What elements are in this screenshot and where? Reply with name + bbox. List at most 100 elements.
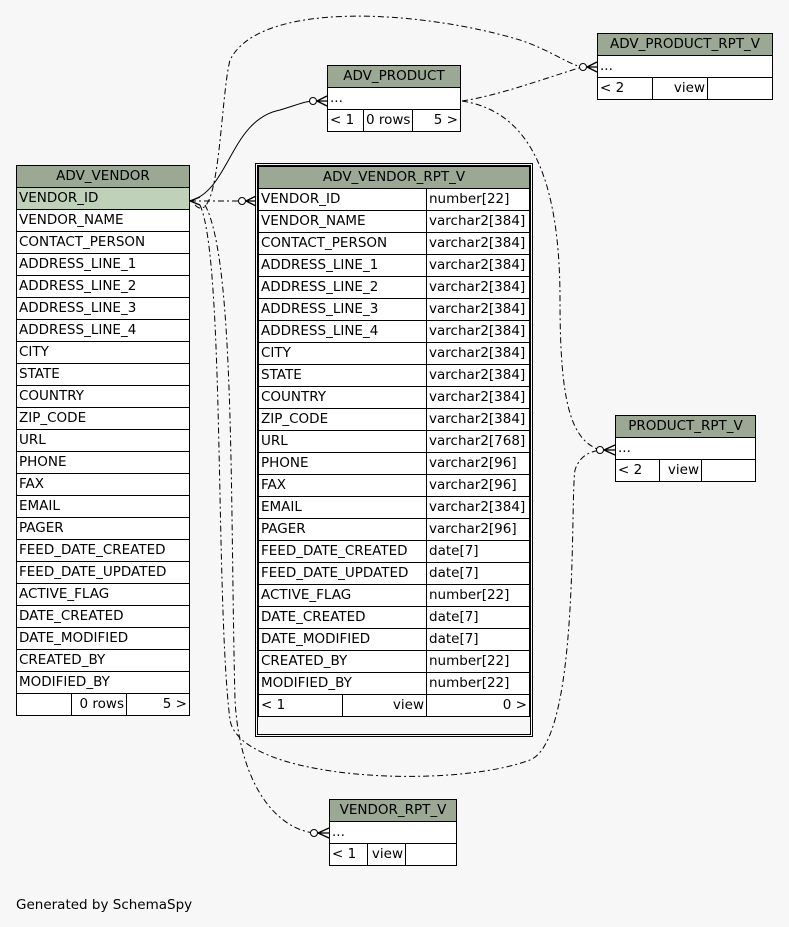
table-vendor-rpt-v[interactable]: VENDOR_RPT_V ... < 1 view: [329, 799, 457, 866]
column-name[interactable]: MODIFIED_BY: [258, 672, 427, 695]
column-name[interactable]: CREATED_BY: [258, 650, 427, 673]
column-name[interactable]: ADDRESS_LINE_4: [258, 320, 427, 343]
column-type: date[7]: [426, 628, 530, 651]
column-type: varchar2[384]: [426, 342, 530, 365]
row-count: 0 rows: [71, 693, 127, 716]
column-name[interactable]: COUNTRY: [258, 386, 427, 409]
column-name[interactable]: ADDRESS_LINE_1: [258, 254, 427, 277]
parents-count[interactable]: < 1: [327, 109, 364, 132]
column-vendor-id[interactable]: VENDOR_ID: [16, 187, 190, 210]
table-adv-product-rpt-v[interactable]: ADV_PRODUCT_RPT_V ... < 2 view: [597, 33, 773, 100]
column-name[interactable]: VENDOR_NAME: [258, 210, 427, 233]
table-header[interactable]: ADV_VENDOR_RPT_V: [258, 166, 530, 189]
column-address-line-4[interactable]: ADDRESS_LINE_4: [16, 319, 190, 342]
column-name[interactable]: EMAIL: [258, 496, 427, 519]
children-count[interactable]: 5 >: [126, 693, 190, 716]
column-contact-person[interactable]: CONTACT_PERSON: [16, 231, 190, 254]
column-phone[interactable]: PHONE: [16, 451, 190, 474]
column-email[interactable]: EMAIL: [16, 495, 190, 518]
column-name[interactable]: PAGER: [258, 518, 427, 541]
column-name[interactable]: VENDOR_ID: [258, 188, 427, 211]
column-url[interactable]: URL: [16, 429, 190, 452]
table-header[interactable]: ADV_PRODUCT_RPT_V: [597, 33, 773, 56]
column-date-modified[interactable]: DATE_MODIFIED: [16, 627, 190, 650]
column-created-by[interactable]: CREATED_BY: [16, 649, 190, 672]
column-name[interactable]: ACTIVE_FLAG: [258, 584, 427, 607]
footer-left[interactable]: < 1: [258, 694, 343, 717]
column-name[interactable]: PHONE: [258, 452, 427, 475]
table-header[interactable]: ADV_VENDOR: [16, 165, 190, 188]
column-address-line-2[interactable]: ADDRESS_LINE_2: [16, 275, 190, 298]
column-name[interactable]: DATE_MODIFIED: [258, 628, 427, 651]
column-name[interactable]: FEED_DATE_CREATED: [258, 540, 427, 563]
column-vendor-name[interactable]: VENDOR_NAME: [16, 209, 190, 232]
column-active-flag[interactable]: ACTIVE_FLAG: [16, 583, 190, 606]
column-type: varchar2[384]: [426, 210, 530, 233]
column-pager[interactable]: PAGER: [16, 517, 190, 540]
column-modified-by[interactable]: MODIFIED_BY: [16, 671, 190, 694]
crowfoot-icon: [245, 195, 257, 207]
column-name[interactable]: FEED_DATE_UPDATED: [258, 562, 427, 585]
column-name[interactable]: ADDRESS_LINE_3: [258, 298, 427, 321]
column-name[interactable]: ADDRESS_LINE_2: [258, 276, 427, 299]
column-name[interactable]: STATE: [258, 364, 427, 387]
column-type: varchar2[384]: [426, 496, 530, 519]
column-feed-date-created[interactable]: FEED_DATE_CREATED: [16, 539, 190, 562]
column-type: varchar2[96]: [426, 474, 530, 497]
parents-count[interactable]: < 1: [329, 843, 368, 866]
link-vendor-to-product-rpt-v: [199, 204, 601, 777]
cardinality-circle-icon: [310, 829, 318, 837]
column-state[interactable]: STATE: [16, 363, 190, 386]
table-header[interactable]: ADV_PRODUCT: [327, 65, 461, 88]
column-date-created[interactable]: DATE_CREATED: [16, 605, 190, 628]
column-type: varchar2[384]: [426, 408, 530, 431]
table-product-rpt-v[interactable]: PRODUCT_RPT_V ... < 2 view: [615, 415, 756, 482]
column-fax[interactable]: FAX: [16, 473, 190, 496]
column-type: varchar2[768]: [426, 430, 530, 453]
column-name[interactable]: FAX: [258, 474, 427, 497]
column-name[interactable]: DATE_CREATED: [258, 606, 427, 629]
column-city[interactable]: CITY: [16, 341, 190, 364]
parents-count[interactable]: < 2: [597, 77, 653, 100]
column-address-line-3[interactable]: ADDRESS_LINE_3: [16, 297, 190, 320]
column-zip-code[interactable]: ZIP_CODE: [16, 407, 190, 430]
column-name[interactable]: CONTACT_PERSON: [258, 232, 427, 255]
column-address-line-1[interactable]: ADDRESS_LINE_1: [16, 253, 190, 276]
column-name[interactable]: URL: [258, 430, 427, 453]
crowfoot-icon: [586, 61, 598, 73]
column-name[interactable]: CITY: [258, 342, 427, 365]
table-header[interactable]: PRODUCT_RPT_V: [615, 415, 756, 438]
table-header[interactable]: VENDOR_RPT_V: [329, 799, 457, 822]
children-count[interactable]: 5 >: [412, 109, 461, 132]
column-name[interactable]: ZIP_CODE: [258, 408, 427, 431]
column-feed-date-updated[interactable]: FEED_DATE_UPDATED: [16, 561, 190, 584]
parents-count[interactable]: < 2: [615, 459, 660, 482]
table-adv-product[interactable]: ADV_PRODUCT ... < 1 0 rows 5 >: [327, 65, 461, 132]
column-country[interactable]: COUNTRY: [16, 385, 190, 408]
